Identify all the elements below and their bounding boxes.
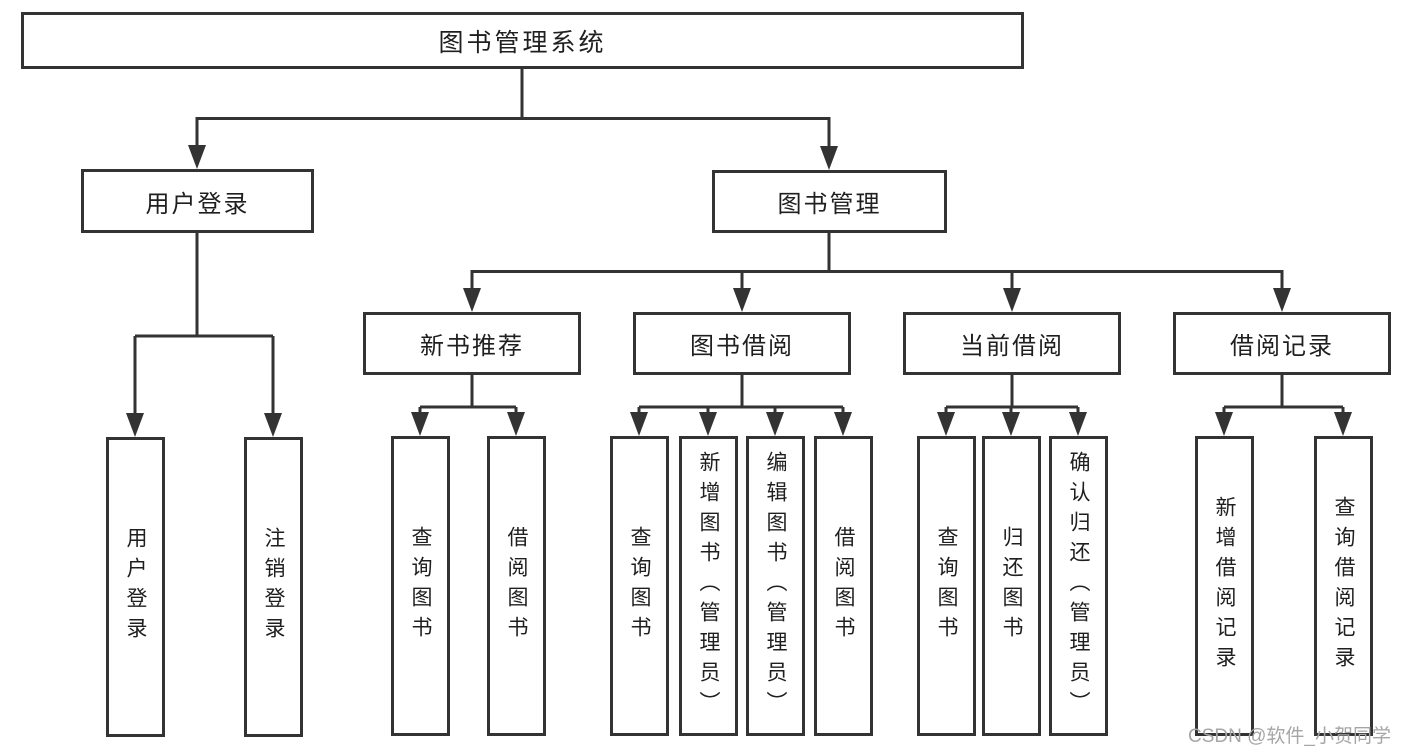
arrow-bor-add: [699, 412, 717, 436]
arrow-rec-query: [411, 412, 429, 436]
arrow-login-user: [126, 413, 144, 437]
arrow-recd-query: [1334, 412, 1352, 436]
arrow-login-logout: [264, 413, 282, 437]
arrow-records: [1273, 288, 1291, 312]
leaf-bor-query: 查询图书: [610, 436, 669, 736]
node-mgmt-branch: 图书管理: [712, 170, 947, 233]
arrow-mgmt: [820, 146, 838, 170]
leaf-bor-edit: 编辑图书（管理员）: [746, 436, 805, 736]
leaf-logout: 注销登录: [244, 437, 303, 737]
node-login-branch: 用户登录: [81, 169, 314, 233]
leaf-recd-query: 查询借阅记录: [1314, 436, 1373, 736]
arrow-cur-return: [1002, 412, 1020, 436]
arrow-cur-confirm: [1069, 412, 1087, 436]
leaf-rec-query: 查询图书: [391, 436, 450, 736]
connector-path: [133, 69, 1345, 416]
leaf-cur-confirm: 确认归还（管理员）: [1049, 436, 1108, 736]
leaf-bor-add: 新增图书（管理员）: [679, 436, 738, 736]
arrow-rec-borrow: [507, 412, 525, 436]
arrow-login: [188, 145, 206, 169]
arrow-cur-query: [937, 412, 955, 436]
arrowheads: [126, 145, 1352, 437]
node-current: 当前借阅: [903, 312, 1121, 375]
node-borrow: 图书借阅: [633, 312, 851, 375]
arrow-borrow: [733, 288, 751, 312]
arrow-current: [1003, 288, 1021, 312]
watermark: CSDN @软件_小贺同学: [1188, 726, 1391, 747]
leaf-rec-borrow: 借阅图书: [487, 436, 546, 736]
node-root: 图书管理系统: [21, 12, 1024, 69]
leaf-user-login: 用户登录: [106, 437, 165, 737]
arrow-bor-borrow: [834, 412, 852, 436]
node-recommend: 新书推荐: [363, 312, 581, 375]
node-records: 借阅记录: [1173, 312, 1391, 375]
leaf-recd-add: 新增借阅记录: [1195, 436, 1254, 736]
arrow-recd-add: [1215, 412, 1233, 436]
leaf-cur-query: 查询图书: [917, 436, 976, 736]
arrow-bor-edit: [766, 412, 784, 436]
leaf-cur-return: 归还图书: [982, 436, 1041, 736]
arrow-bor-query: [630, 412, 648, 436]
arrow-recommend: [463, 288, 481, 312]
leaf-bor-borrow: 借阅图书: [814, 436, 873, 736]
